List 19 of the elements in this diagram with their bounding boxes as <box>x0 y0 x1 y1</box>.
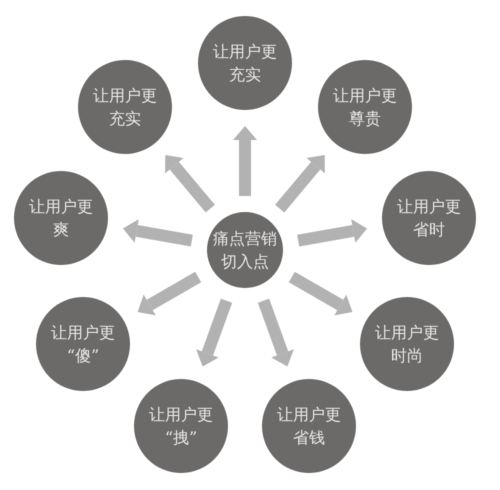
arrow <box>275 154 325 212</box>
arrow <box>233 126 257 196</box>
circle-label: 让用户更爽 <box>28 196 94 241</box>
arrow <box>138 272 202 316</box>
circle-label: 让用户更“傻” <box>50 322 116 366</box>
arrow <box>165 154 215 212</box>
circle-label: 让用户更时尚 <box>374 322 440 366</box>
arrow <box>297 219 368 246</box>
arrow <box>196 298 232 367</box>
circle-label: 让用户更充实 <box>212 41 278 86</box>
circle-label: 让用户更充实 <box>92 84 158 130</box>
circle-label: 让用户更“拽” <box>148 404 214 449</box>
circle-label: 让用户更尊贵 <box>332 84 398 130</box>
arrow <box>258 298 294 367</box>
circle-label: 让用户更省钱 <box>276 404 342 449</box>
arrow <box>122 219 193 246</box>
circle-label: 让用户更省时 <box>396 196 462 241</box>
circle-label: 痛点营销切入点 <box>212 228 278 273</box>
arrow <box>288 272 352 316</box>
